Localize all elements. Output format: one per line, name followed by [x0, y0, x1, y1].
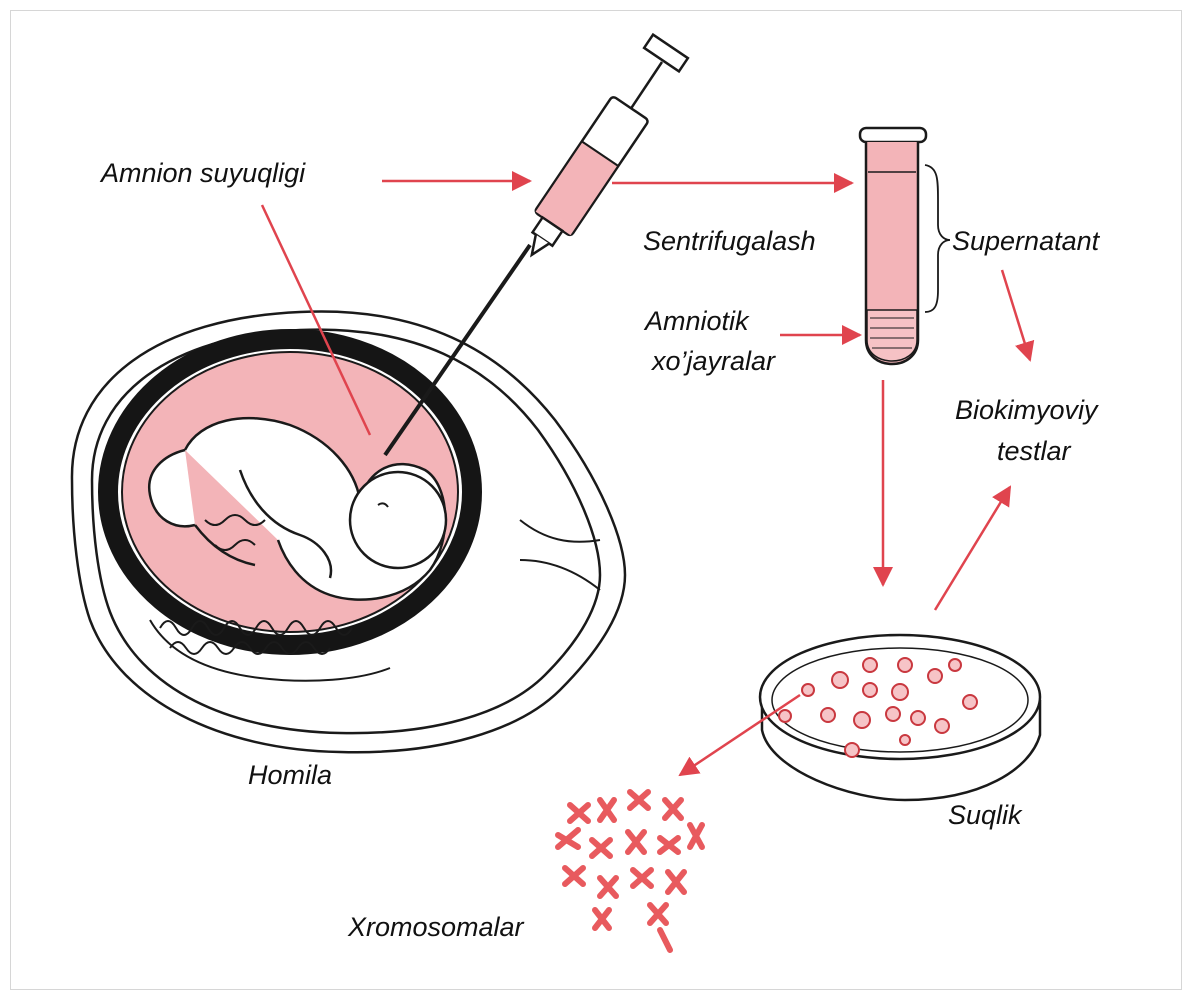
label-culture: Suqlik — [948, 800, 1022, 831]
chromosome-cluster — [558, 792, 702, 950]
arrow-supernatant-to-tests — [1002, 270, 1030, 360]
label-supernatant: Supernatant — [952, 226, 1099, 257]
label-amniotic-cells-2: xo’jayralar — [652, 346, 775, 377]
test-tube-icon — [860, 128, 950, 364]
arrow-dish-to-tests — [935, 487, 1010, 610]
label-chromosomes: Xromosomalar — [348, 912, 524, 943]
label-fetus: Homila — [248, 760, 332, 791]
label-amniotic-cells-1: Amniotik — [645, 306, 749, 337]
label-centrifugation: Sentrifugalash — [643, 226, 816, 257]
label-biochemical-1: Biokimyoviy — [955, 395, 1098, 426]
fetus-illustration — [72, 311, 625, 752]
label-biochemical-2: testlar — [997, 436, 1071, 467]
label-amnion-fluid: Amnion suyuqligi — [101, 158, 305, 189]
